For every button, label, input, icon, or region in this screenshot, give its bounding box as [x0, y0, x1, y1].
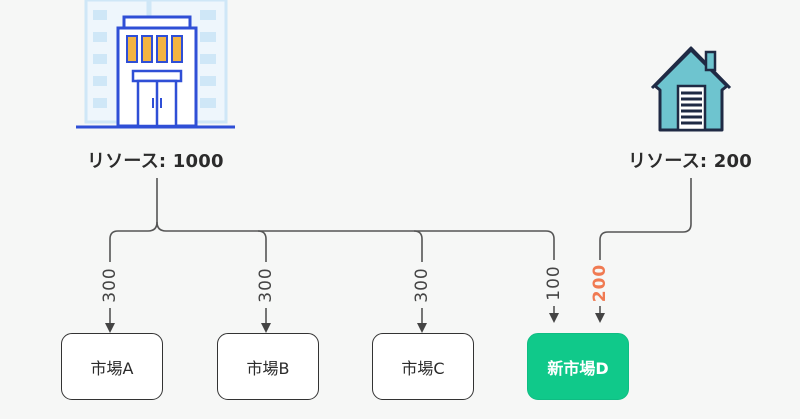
market-a-node[interactable]: 市場A — [61, 333, 163, 400]
connector-to-new-market-d — [156, 178, 559, 323]
flow-label-warehouse-to-new-market-d: 200 — [590, 263, 610, 303]
connector-to-market-a — [105, 221, 158, 333]
new-market-d-node[interactable]: 新市場D — [527, 333, 629, 400]
warehouse-resource-label: リソース: 200 — [628, 151, 752, 172]
headquarters-connectors — [105, 178, 559, 333]
connector-to-market-c — [413, 230, 427, 333]
warehouse-icon — [650, 46, 732, 132]
market-c-node[interactable]: 市場C — [372, 333, 474, 400]
connector-to-market-b — [257, 230, 271, 333]
flow-label-hq-to-new-market-d: 100 — [544, 265, 564, 301]
market-b-node[interactable]: 市場B — [217, 333, 319, 400]
connector-warehouse-to-new-market-d — [595, 178, 692, 323]
flow-label-market-b: 300 — [256, 267, 276, 303]
headquarters-resource-label: リソース: 1000 — [87, 151, 224, 172]
flow-label-market-c: 300 — [412, 267, 432, 303]
flow-label-market-a: 300 — [100, 267, 120, 303]
office-building-icon — [76, 0, 235, 129]
